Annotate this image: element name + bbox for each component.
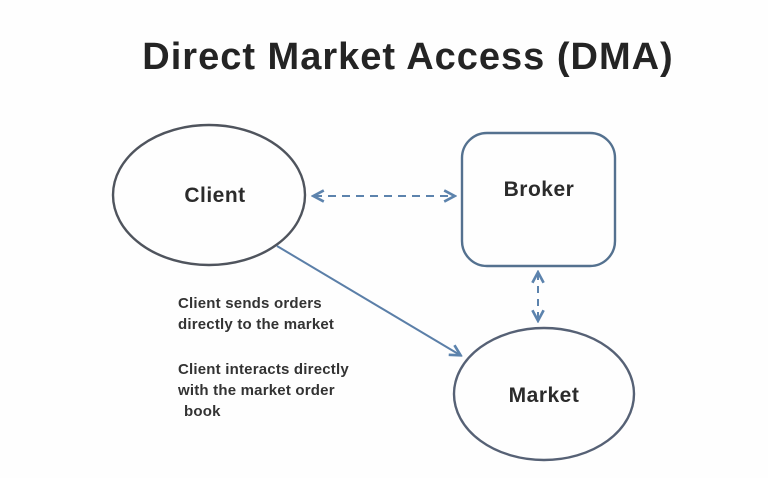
annotation-notes: Client sends orders directly to the mark… — [178, 293, 349, 422]
note-interacts-directly: Client interacts directly with the marke… — [178, 359, 349, 422]
note-line: Client interacts directly — [178, 361, 349, 378]
page-title: Direct Market Access (DMA) — [142, 36, 674, 78]
note-line: with the market order — [178, 382, 335, 399]
client-node-label: Client — [184, 184, 246, 207]
client-market-edge — [276, 245, 460, 355]
note-sends-orders: Client sends orders directly to the mark… — [178, 293, 349, 335]
market-node-label: Market — [508, 384, 580, 407]
market-node — [452, 326, 636, 462]
client-node — [111, 123, 307, 267]
note-line: directly to the market — [178, 316, 335, 333]
note-line: Client sends orders — [178, 295, 322, 312]
broker-node-label: Broker — [503, 178, 575, 201]
broker-node — [460, 131, 617, 268]
note-line: book — [184, 403, 221, 420]
